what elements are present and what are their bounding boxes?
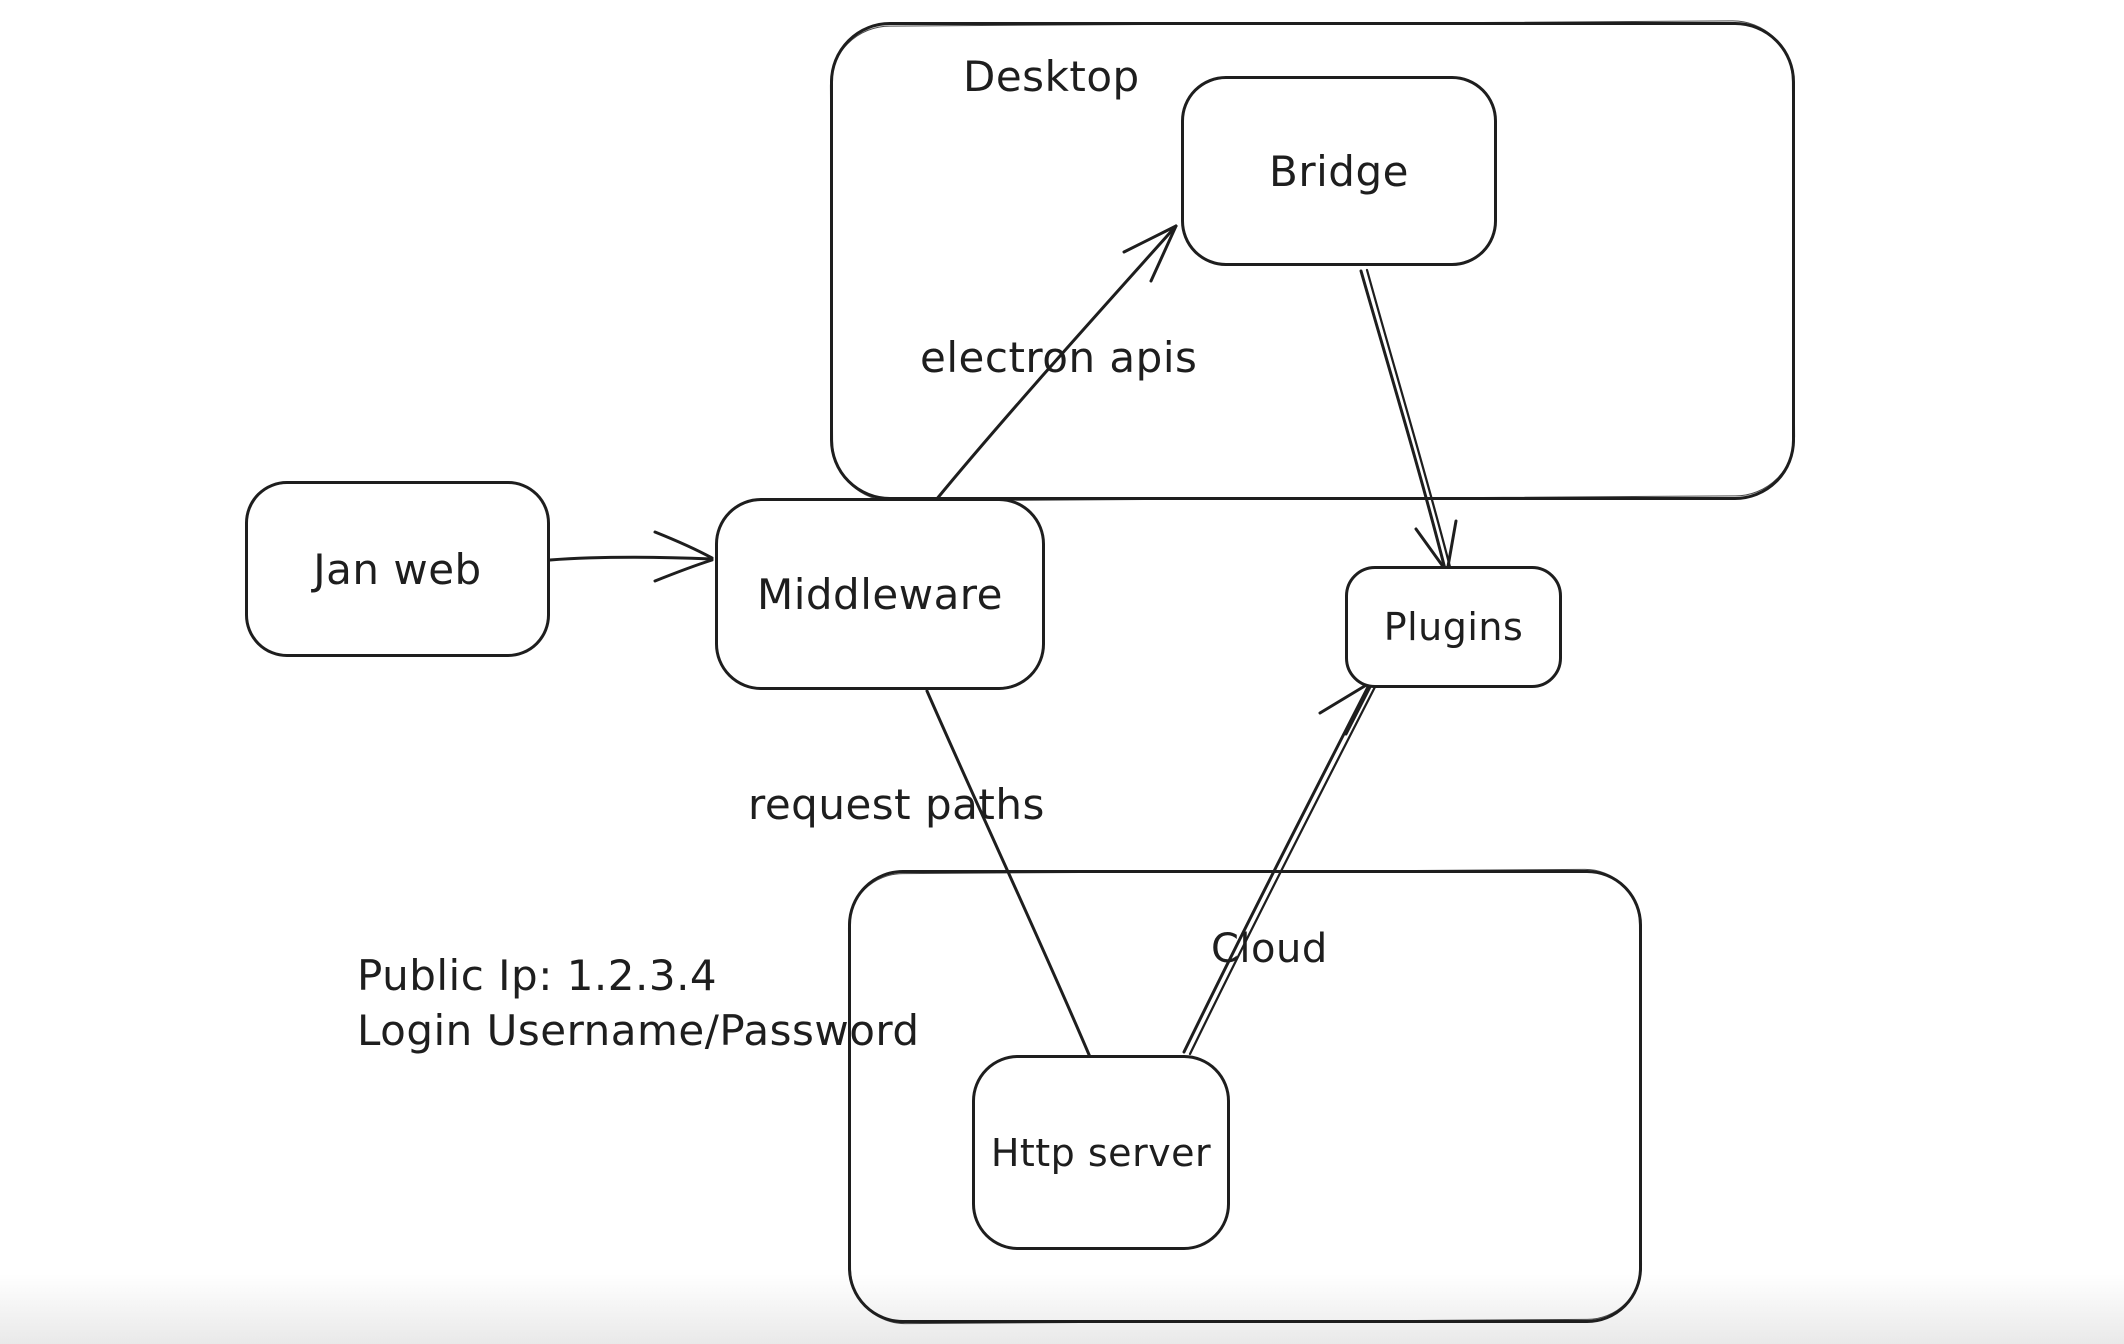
note-public-ip[interactable]: Public Ip: 1.2.3.4 Login Username/Passwo…	[357, 948, 920, 1058]
node-jan-web[interactable]: Jan web	[245, 481, 550, 657]
arrowhead	[653, 530, 714, 560]
edge-label-request-paths[interactable]: request paths	[748, 780, 1045, 829]
arrowhead	[653, 558, 714, 583]
node-http-server-label: Http server	[990, 1130, 1212, 1175]
node-middleware[interactable]: Middleware	[715, 498, 1045, 690]
arrowhead	[1445, 519, 1458, 574]
arrowhead	[1414, 527, 1449, 574]
container-cloud-label: Cloud	[1211, 926, 1328, 972]
node-plugins-label: Plugins	[1383, 605, 1524, 649]
node-middleware-label: Middleware	[756, 569, 1003, 619]
edge-label-electron-apis[interactable]: electron apis	[920, 333, 1198, 382]
note-line-1: Public Ip: 1.2.3.4	[357, 951, 718, 1000]
node-bridge[interactable]: Bridge	[1181, 76, 1497, 266]
container-cloud[interactable]	[848, 870, 1642, 1323]
edge-shaft	[548, 555, 714, 562]
node-bridge-label: Bridge	[1269, 146, 1409, 196]
container-desktop[interactable]	[830, 22, 1795, 500]
note-line-2: Login Username/Password	[357, 1006, 920, 1055]
node-jan-web-label: Jan web	[313, 544, 482, 594]
node-http-server[interactable]: Http server	[972, 1055, 1230, 1250]
node-plugins[interactable]: Plugins	[1345, 566, 1562, 688]
arrowhead	[1344, 679, 1375, 736]
edge-jan-web-to-middleware[interactable]	[548, 530, 714, 583]
container-desktop-label: Desktop	[963, 52, 1140, 101]
